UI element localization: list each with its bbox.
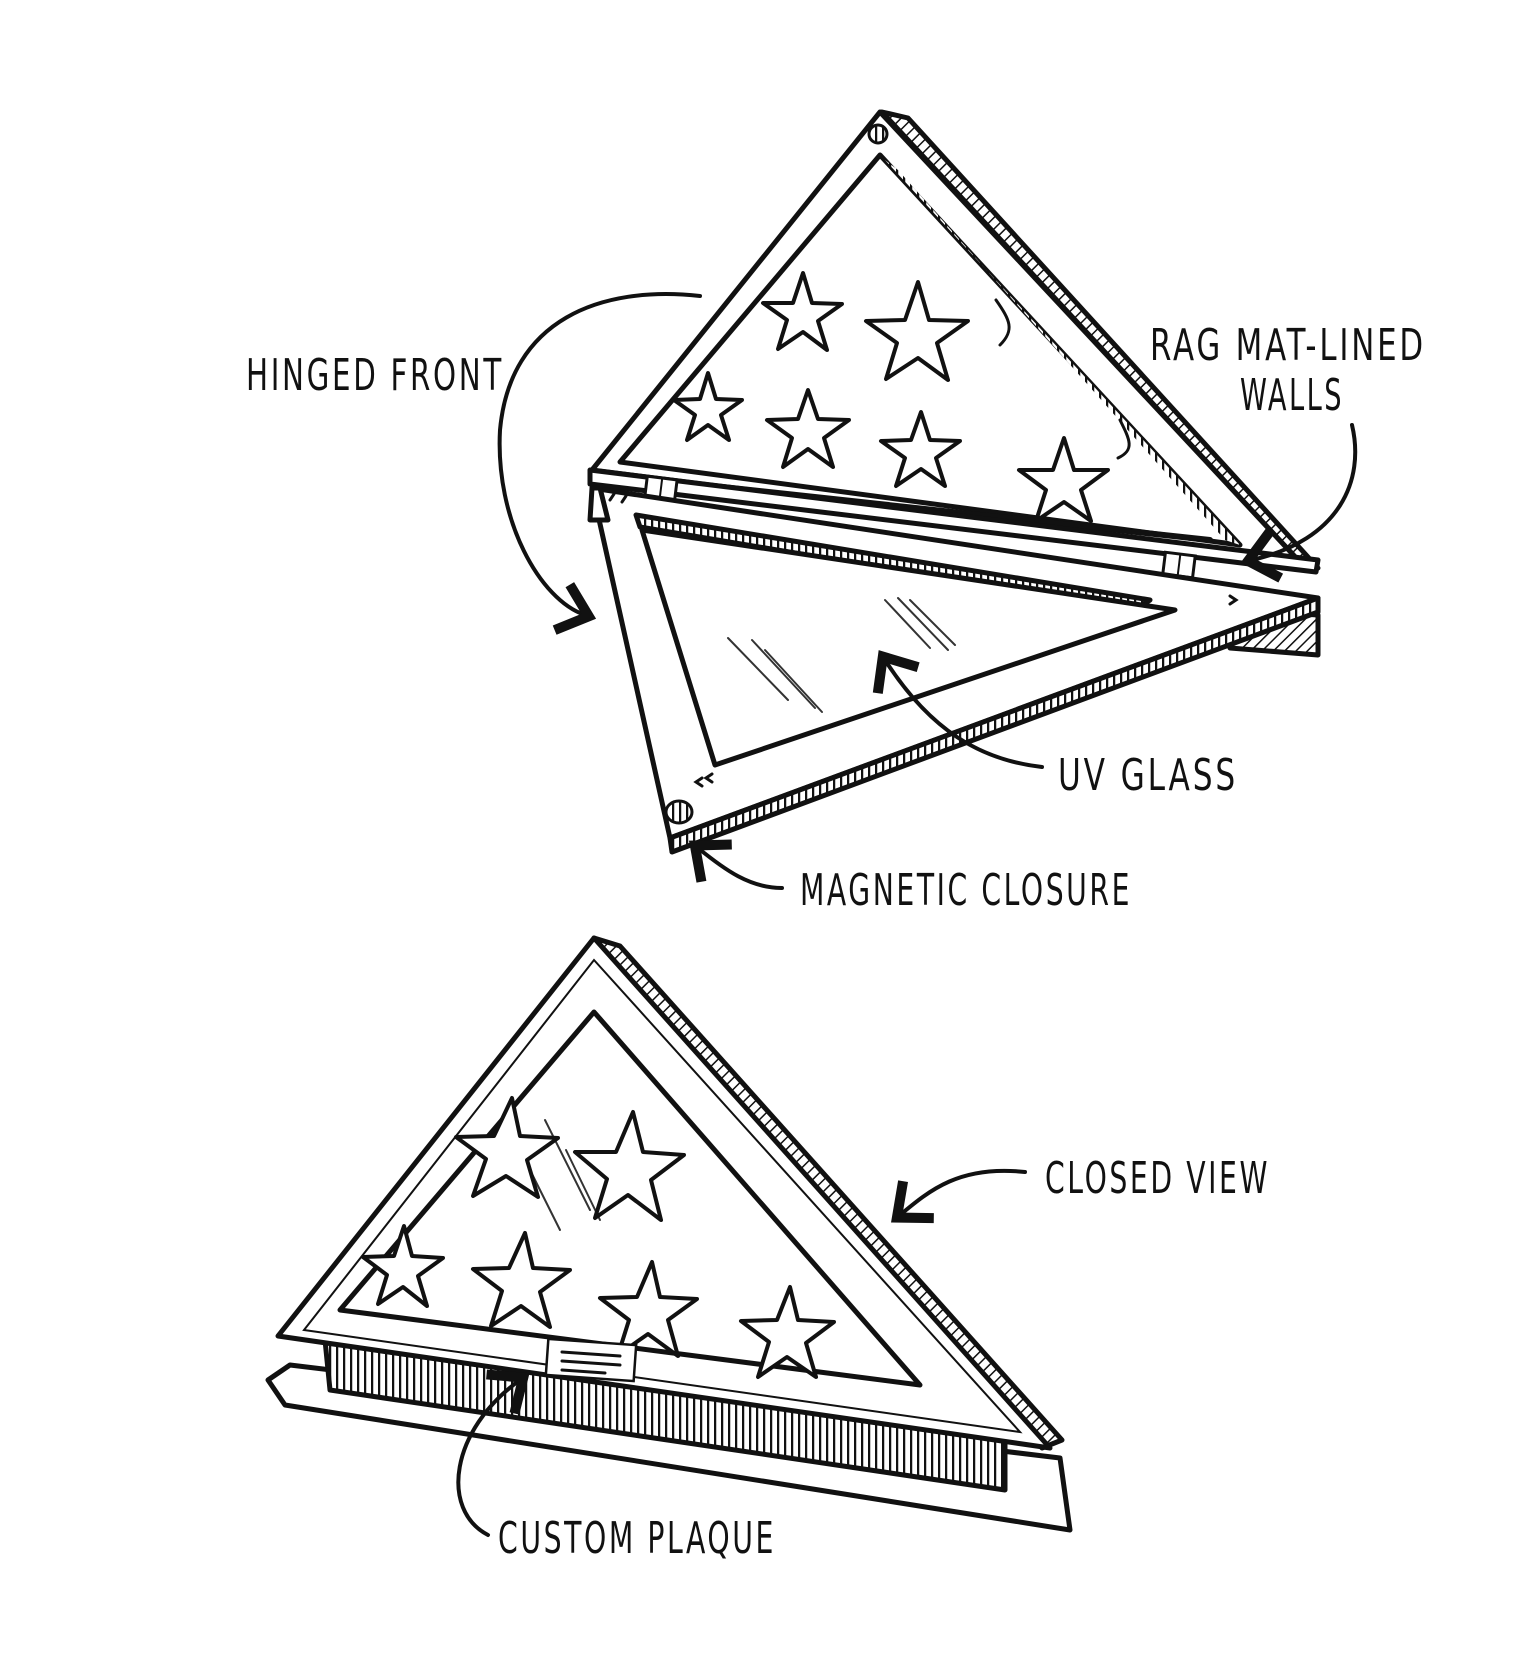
custom-plaque-label: CUSTOM PLAQUE xyxy=(498,1513,776,1564)
closed-view-label: CLOSED VIEW xyxy=(1045,1153,1270,1204)
hinged-front-label: HINGED FRONT xyxy=(246,350,504,401)
closed-case xyxy=(268,938,1070,1530)
rag-mat-label-line2: WALLS xyxy=(1240,370,1344,421)
rag-mat-label-line1: RAG MAT-LINED xyxy=(1150,320,1426,371)
uv-glass-label: UV GLASS xyxy=(1058,750,1238,801)
magnet-icon xyxy=(869,125,887,143)
magnetic-closure-label: MAGNETIC CLOSURE xyxy=(800,865,1132,916)
plaque-icon xyxy=(546,1339,636,1381)
closed-view-arrow xyxy=(900,1171,1025,1215)
open-case xyxy=(590,112,1318,852)
magnetic-closure-arrow xyxy=(698,848,782,888)
magnet-icon xyxy=(666,801,692,823)
